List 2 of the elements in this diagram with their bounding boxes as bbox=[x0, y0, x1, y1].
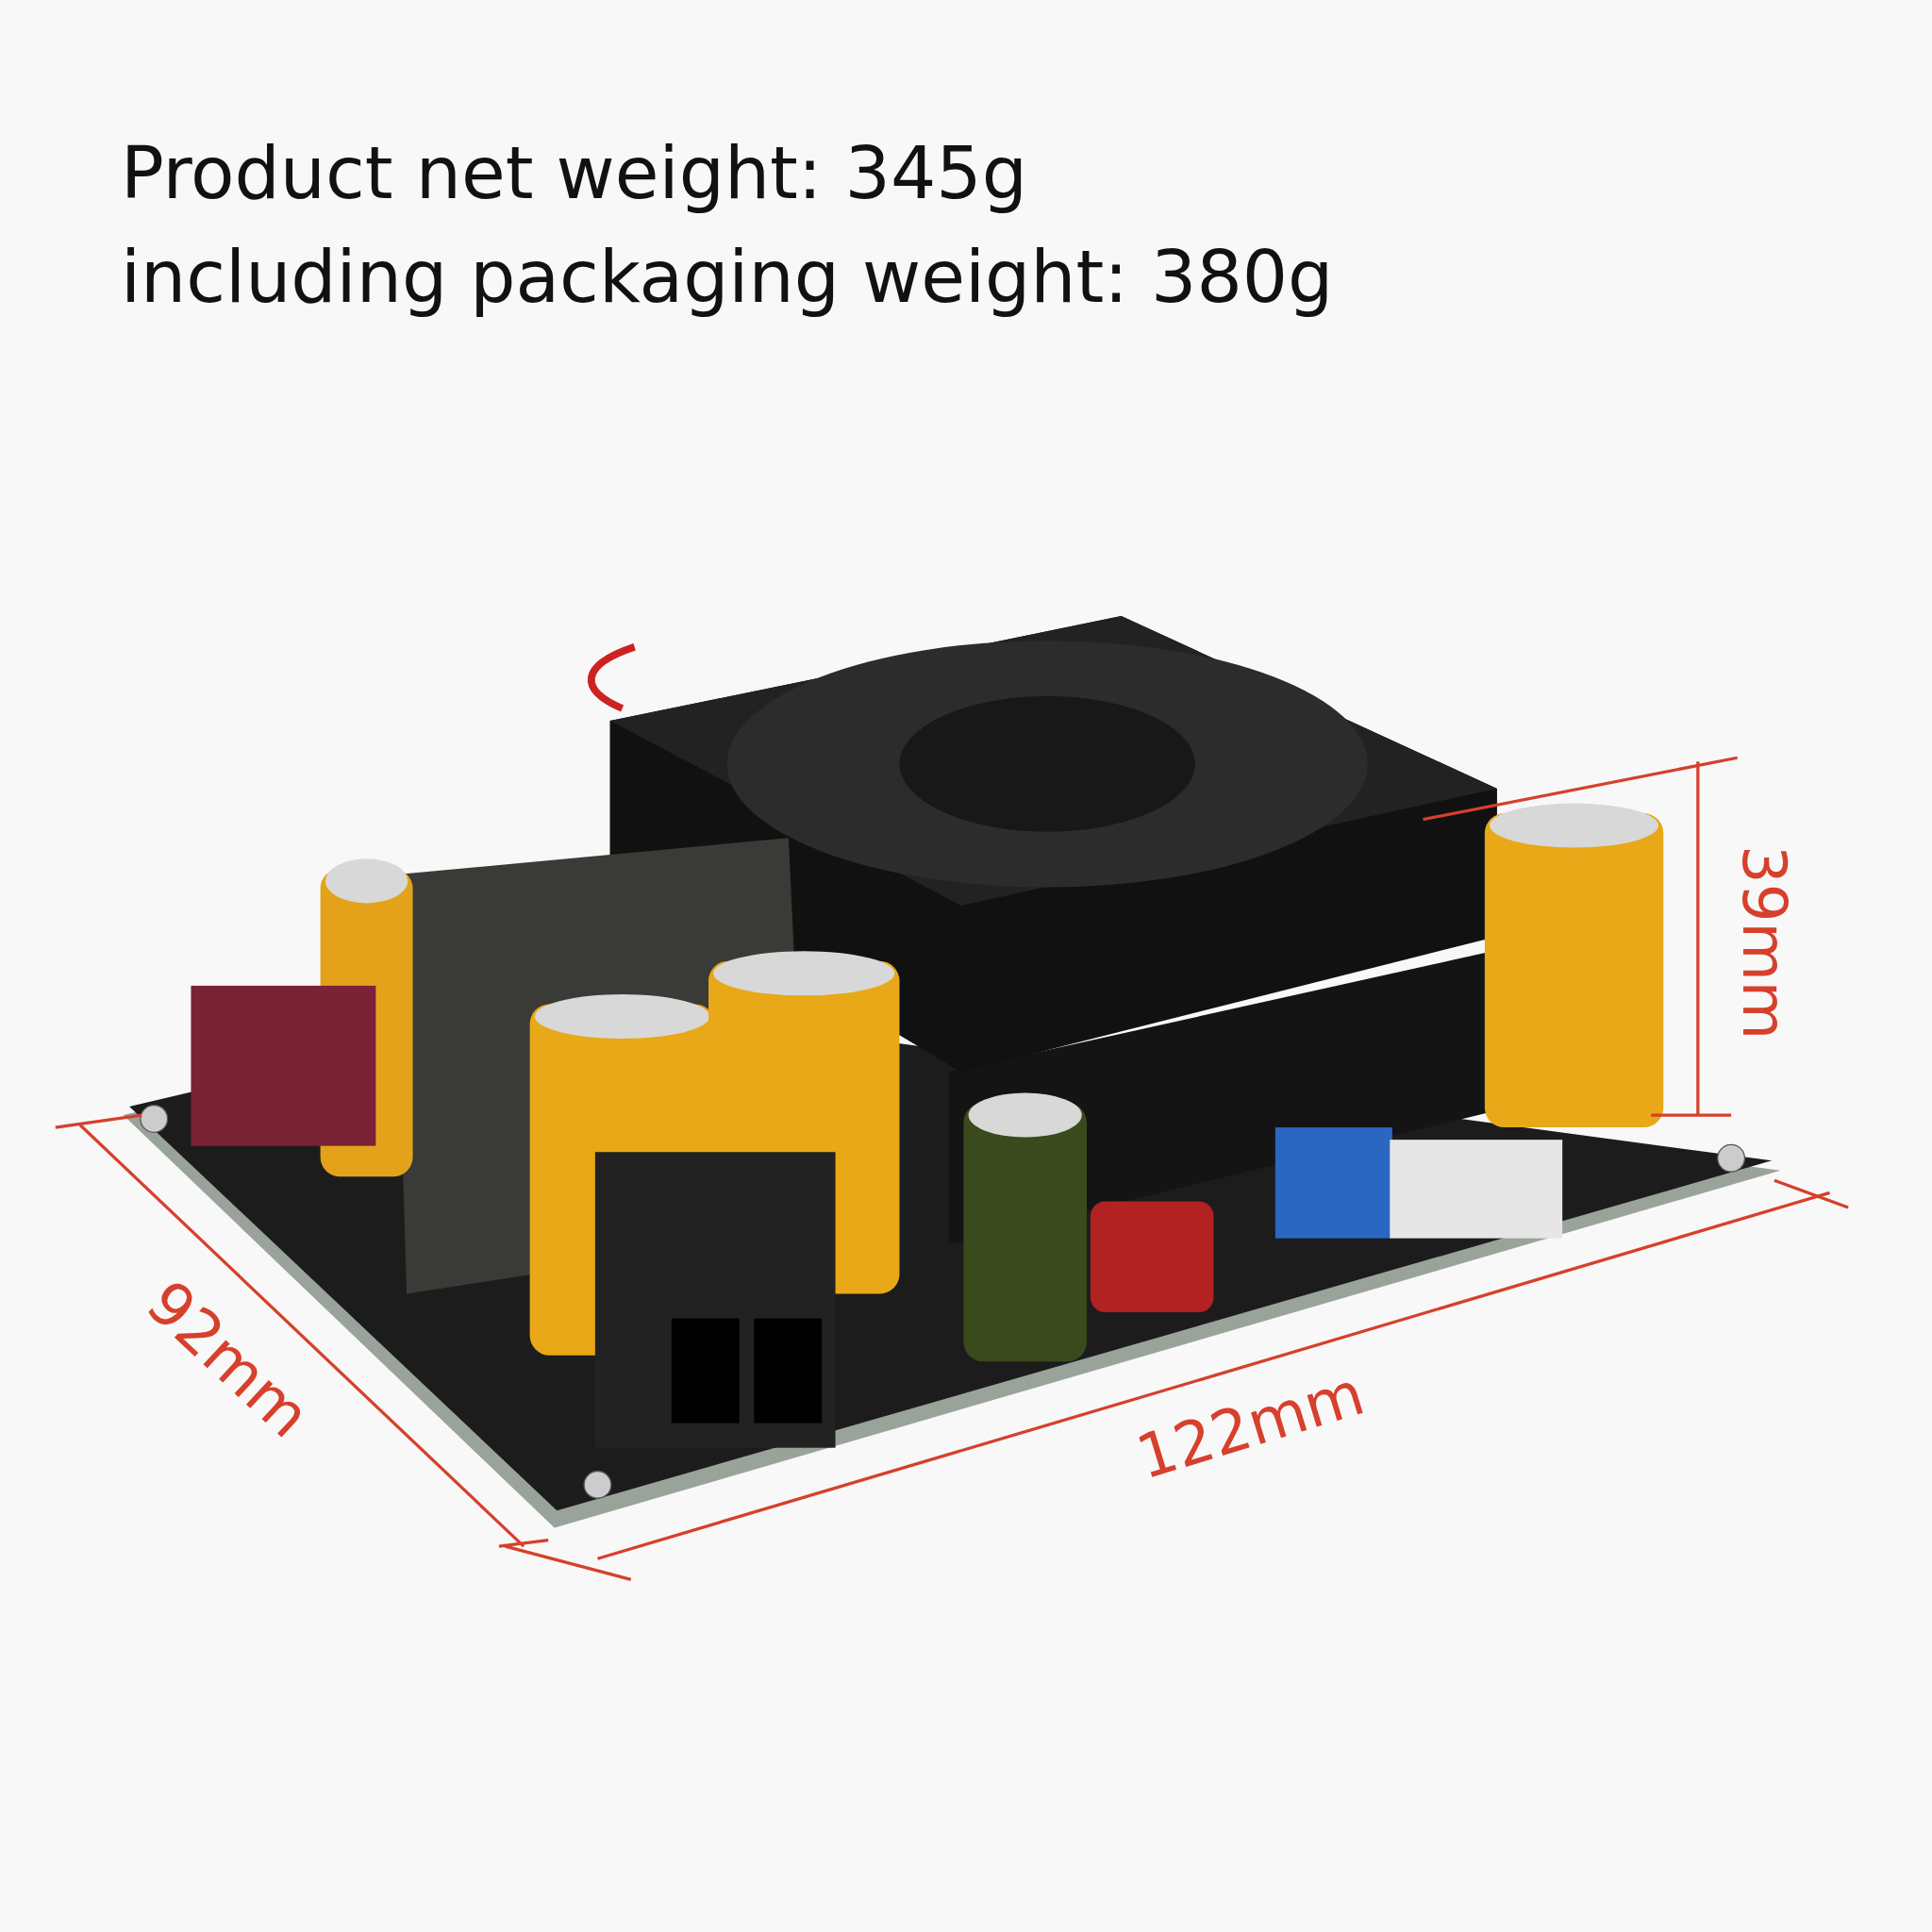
dimension-label: 122mm bbox=[1130, 1362, 1371, 1489]
dimension-label: 39mm bbox=[1734, 845, 1795, 1041]
